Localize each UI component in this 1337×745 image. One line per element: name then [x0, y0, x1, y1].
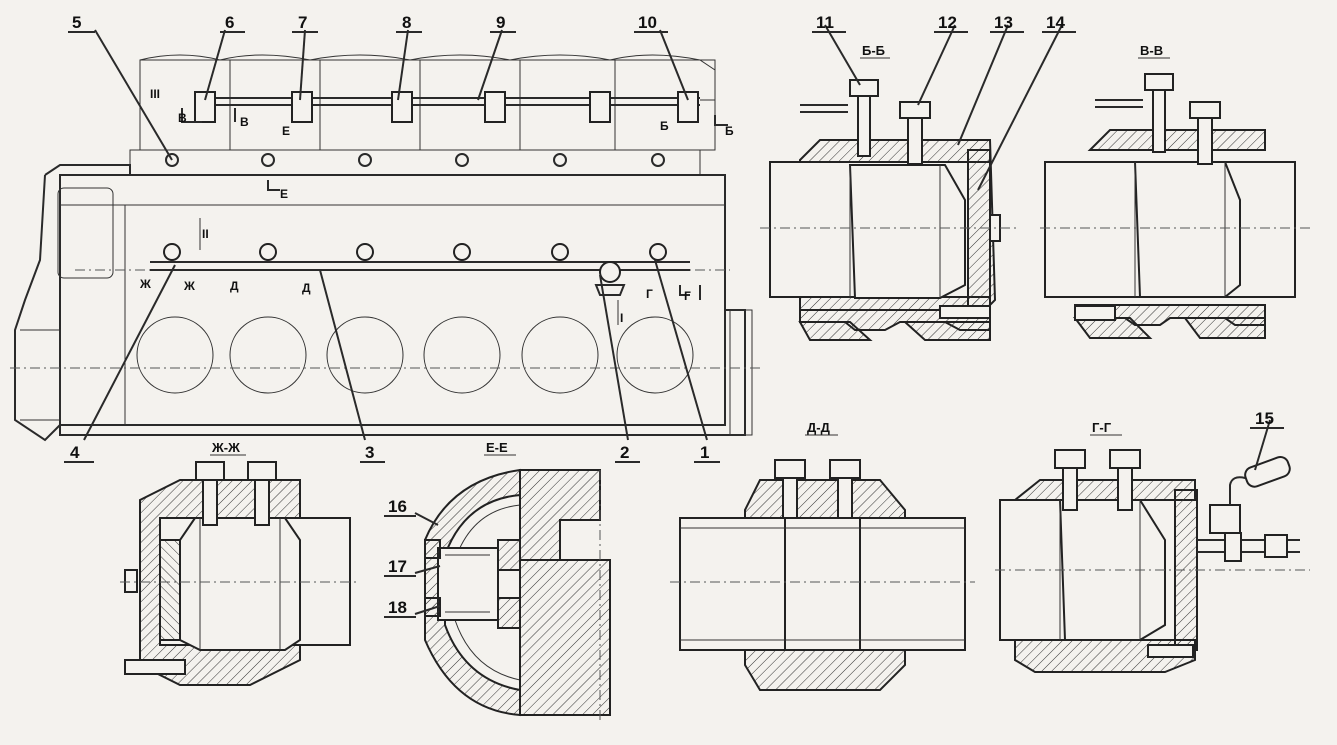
callout-13: 13: [994, 13, 1013, 32]
section-title-vv: В-В: [1140, 43, 1163, 58]
section-titles: Б-Б В-В Ж-Ж Е-Е Д-Д Г-Г: [210, 43, 1170, 456]
cut-mark-v-left: В: [178, 111, 187, 125]
cut-mark-g-right: Г: [684, 289, 691, 303]
cut-mark-g-left: Г: [646, 287, 653, 301]
cut-mark-d-left: Д: [230, 279, 239, 293]
section-vv: [1040, 73, 1310, 339]
section-title-dd: Д-Д: [807, 420, 831, 435]
section-zhzh: [120, 461, 360, 686]
callout-labels: 5 6 7 8 9 10 4 3 2 1 11 12 13 14 15 16 1…: [64, 13, 1284, 618]
callout-17: 17: [388, 557, 407, 576]
callout-7: 7: [298, 13, 307, 32]
section-ee: [424, 468, 611, 720]
section-title-ee: Е-Е: [486, 440, 508, 455]
callout-15: 15: [1255, 409, 1274, 428]
lower-clamp-row: [163, 243, 667, 296]
leader-lines: [83, 24, 1271, 615]
cut-mark-b-right: Б: [725, 124, 734, 138]
section-bb: [760, 79, 1020, 341]
cut-mark-v-right: В: [240, 115, 249, 129]
callout-2: 2: [620, 443, 629, 462]
callout-14: 14: [1046, 13, 1065, 32]
cut-mark-e-bottom: Е: [280, 187, 288, 201]
callout-6: 6: [225, 13, 234, 32]
top-clamp-row: [194, 91, 699, 123]
cut-mark-d-right: Д: [302, 281, 311, 295]
section-dd: [670, 459, 975, 691]
callout-8: 8: [402, 13, 411, 32]
cut-mark-ii: II: [202, 227, 209, 241]
cut-mark-e-top: Е: [282, 124, 290, 138]
callout-10: 10: [638, 13, 657, 32]
callout-18: 18: [388, 598, 407, 617]
section-gg: [995, 449, 1310, 673]
callout-16: 16: [388, 497, 407, 516]
head-fittings: [165, 153, 665, 167]
callout-1: 1: [700, 443, 709, 462]
callout-9: 9: [496, 13, 505, 32]
callout-12: 12: [938, 13, 957, 32]
cut-mark-i: I: [620, 311, 623, 325]
section-title-zhzh: Ж-Ж: [211, 440, 240, 455]
cut-mark-iii: III: [150, 87, 160, 101]
cut-mark-zh-left: Ж: [139, 277, 151, 291]
callout-5: 5: [72, 13, 81, 32]
section-title-gg: Г-Г: [1092, 420, 1112, 435]
callout-3: 3: [365, 443, 374, 462]
callout-4: 4: [70, 443, 80, 462]
cut-mark-b-left: Б: [660, 119, 669, 133]
section-title-bb: Б-Б: [862, 43, 885, 58]
engine-elevation: [10, 54, 760, 442]
cut-plane-letters: III В В Е Е Б Б Ж Ж II Д Д I Г Г: [139, 87, 734, 325]
callout-11: 11: [816, 13, 834, 32]
cut-mark-zh-right: Ж: [183, 279, 195, 293]
